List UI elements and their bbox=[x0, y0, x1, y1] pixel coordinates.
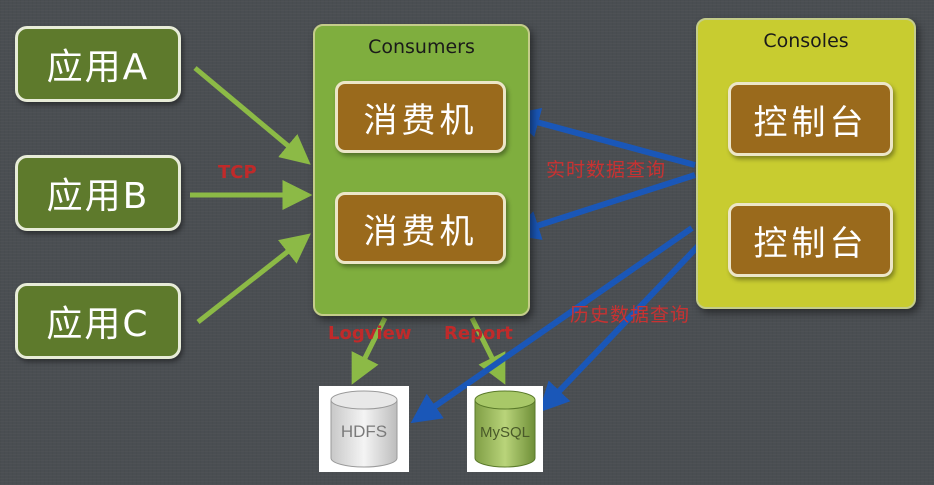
hdfs-label: HDFS bbox=[340, 422, 388, 441]
consoles-panel: Consoles 控制台 控制台 bbox=[696, 18, 916, 309]
arrow-console-to-consumer-2 bbox=[509, 172, 696, 240]
arrow-report-to-mysql bbox=[469, 316, 506, 385]
app-a-box: 应用A bbox=[15, 26, 181, 102]
consumer-node-2-label: 消费机 bbox=[363, 211, 478, 252]
consumer-node-1: 消费机 bbox=[335, 81, 506, 153]
history-query-label: 历史数据查询 bbox=[570, 304, 691, 326]
realtime-query-label: 实时数据查询 bbox=[546, 159, 667, 181]
mysql-label: MySQL bbox=[479, 424, 530, 441]
mysql-cylinder-icon bbox=[467, 386, 543, 472]
consumer-node-1-label: 消费机 bbox=[363, 100, 478, 141]
logview-label: Logview bbox=[328, 323, 412, 344]
console-node-2-label: 控制台 bbox=[753, 223, 868, 264]
arrow-app-a-to-consumers bbox=[193, 66, 311, 165]
arrow-console-to-consumer-1 bbox=[509, 108, 696, 168]
app-c-label: 应用C bbox=[46, 304, 150, 345]
hdfs-database: HDFS bbox=[319, 386, 409, 472]
arrow-console-to-mysql bbox=[538, 239, 705, 413]
app-c-box: 应用C bbox=[15, 283, 181, 359]
consumer-node-2: 消费机 bbox=[335, 192, 506, 264]
hdfs-cylinder-icon bbox=[319, 386, 409, 472]
arrow-console-to-hdfs bbox=[410, 225, 694, 424]
consumers-panel: Consumers 消费机 消费机 bbox=[313, 24, 530, 316]
console-node-1-label: 控制台 bbox=[753, 102, 868, 143]
tcp-label: TCP bbox=[218, 162, 257, 183]
app-b-box: 应用B bbox=[15, 155, 181, 231]
consoles-title: Consoles bbox=[763, 30, 849, 52]
consumers-title: Consumers bbox=[368, 36, 475, 58]
app-b-label: 应用B bbox=[46, 176, 150, 217]
arrow-logview-to-hdfs bbox=[351, 316, 388, 385]
mysql-database: MySQL bbox=[467, 386, 543, 472]
app-a-label: 应用A bbox=[46, 47, 150, 88]
arrow-app-c-to-consumers bbox=[196, 233, 311, 324]
console-node-1: 控制台 bbox=[728, 82, 893, 156]
report-label: Report bbox=[444, 323, 513, 344]
console-node-2: 控制台 bbox=[728, 203, 893, 277]
